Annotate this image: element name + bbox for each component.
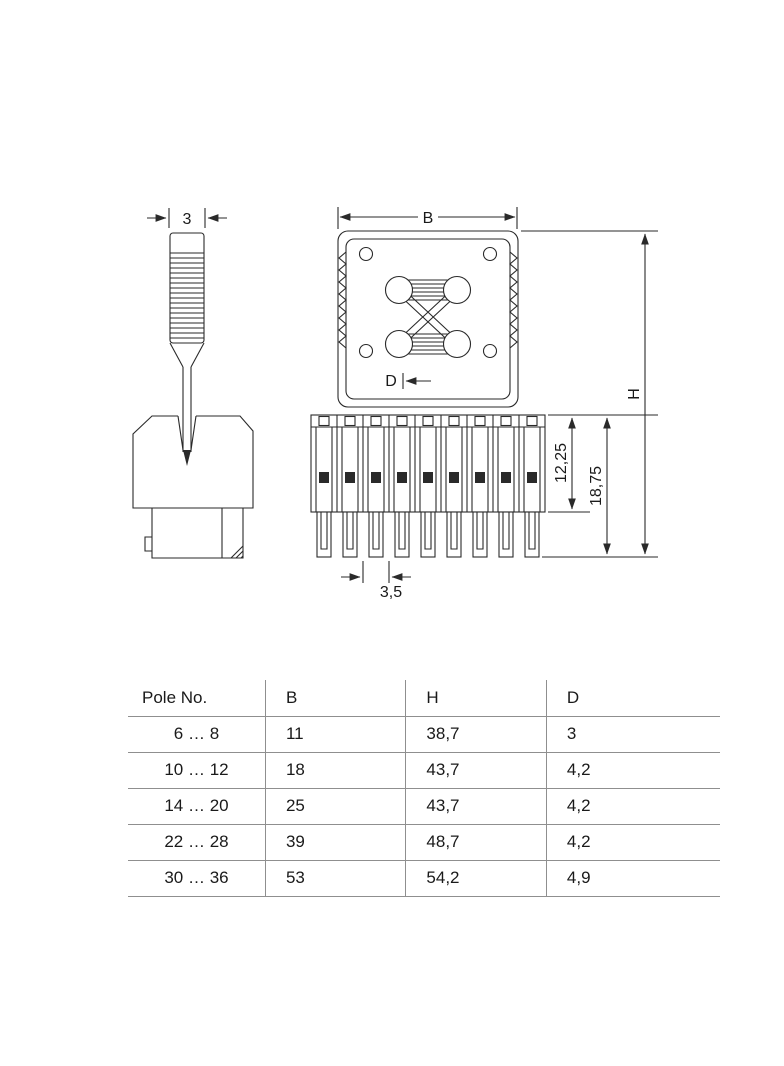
- table-row: 6 … 8 11 38,7 3: [128, 716, 720, 753]
- cross-brace: [396, 286, 460, 348]
- cell-pole-range: 30 … 36: [128, 860, 266, 897]
- cell-h: 43,7: [405, 752, 547, 789]
- col-header-h: H: [405, 680, 547, 717]
- cell-d: 4,2: [545, 824, 720, 861]
- cell-h: 54,2: [405, 860, 547, 897]
- cell-pole-range: 6 … 8: [128, 716, 266, 753]
- table-row: 22 … 28 39 48,7 4,2: [128, 824, 720, 861]
- side-view-housing: [132, 415, 254, 559]
- shaft-taper: [169, 342, 205, 368]
- blade-tip: [183, 450, 191, 466]
- housing-outline: [132, 415, 254, 509]
- spring-ribs-bottom: [392, 333, 464, 355]
- cell-b: 11: [264, 716, 406, 753]
- side-view-tool: 3: [147, 208, 227, 466]
- table-row: 10 … 12 18 43,7 4,2: [128, 752, 720, 789]
- cell-h: 43,7: [405, 788, 547, 825]
- clamp-openings: [319, 472, 537, 483]
- pin-row: [316, 511, 540, 558]
- shaft-ribs: [170, 252, 204, 339]
- table-header-row: Pole No. B H D: [128, 680, 720, 717]
- cell-h: 48,7: [405, 824, 547, 861]
- dimension-table-wrap: Pole No. B H D 6 … 8 11 38,7 3 10 … 12 1…: [128, 680, 720, 897]
- table-row: 14 … 20 25 43,7 4,2: [128, 788, 720, 825]
- technical-drawing: 3 B: [132, 207, 658, 601]
- dim-label-h: H: [626, 388, 643, 400]
- cell-d: 4,9: [545, 860, 720, 897]
- dim-label-3-5: 3,5: [380, 584, 402, 601]
- spring-ribs-top: [392, 279, 464, 301]
- front-view-body: [310, 414, 546, 558]
- cell-pole-range: 22 … 28: [128, 824, 266, 861]
- dim-label-18-75: 18,75: [588, 466, 605, 506]
- dim-label-d: D: [385, 373, 397, 390]
- tool-blade: [182, 367, 192, 452]
- housing-lower-block: [151, 508, 244, 559]
- flange-serration-right: [509, 251, 518, 349]
- bottom-dimension: 3,5: [341, 561, 411, 601]
- mounting-hole: [358, 343, 374, 359]
- post-circle: [442, 329, 472, 359]
- cell-pole-range: 14 … 20: [128, 788, 266, 825]
- housing-slot: [177, 415, 197, 451]
- dim-label-b: B: [423, 210, 434, 227]
- col-header-d: D: [545, 680, 720, 717]
- dimension-table: Pole No. B H D 6 … 8 11 38,7 3 10 … 12 1…: [128, 680, 720, 897]
- pole-channels: [315, 427, 541, 512]
- post-circle: [384, 329, 414, 359]
- cell-d: 4,2: [545, 752, 720, 789]
- cell-b: 18: [264, 752, 406, 789]
- flange-inner-outline: [345, 238, 511, 400]
- right-dimensions: 12,25 18,75 H: [521, 230, 658, 558]
- housing-hatch: [230, 545, 244, 559]
- pole-latches: [318, 415, 538, 427]
- dim-label-12-25: 12,25: [553, 443, 570, 483]
- cell-d: 4,2: [545, 788, 720, 825]
- cell-b: 53: [264, 860, 406, 897]
- cell-b: 39: [264, 824, 406, 861]
- dim-label-tool-width: 3: [183, 211, 192, 228]
- col-header-b: B: [264, 680, 406, 717]
- body-outline: [310, 414, 546, 513]
- cell-d: 3: [545, 716, 720, 753]
- flange-outline: [337, 230, 519, 408]
- flange-serration-left: [338, 251, 347, 349]
- pole-dividers: [336, 415, 520, 512]
- cell-pole-range: 10 … 12: [128, 752, 266, 789]
- label-mask: [418, 208, 438, 225]
- mounting-hole: [482, 343, 498, 359]
- post-circle: [384, 275, 414, 305]
- table-row: 30 … 36 53 54,2 4,9: [128, 860, 720, 897]
- mounting-hole: [482, 246, 498, 262]
- col-header-pole-no: Pole No.: [128, 680, 266, 717]
- front-view-flange: B D: [337, 207, 519, 408]
- cell-h: 38,7: [405, 716, 547, 753]
- cell-b: 25: [264, 788, 406, 825]
- post-circle: [442, 275, 472, 305]
- mounting-hole: [358, 246, 374, 262]
- housing-notch: [144, 536, 152, 552]
